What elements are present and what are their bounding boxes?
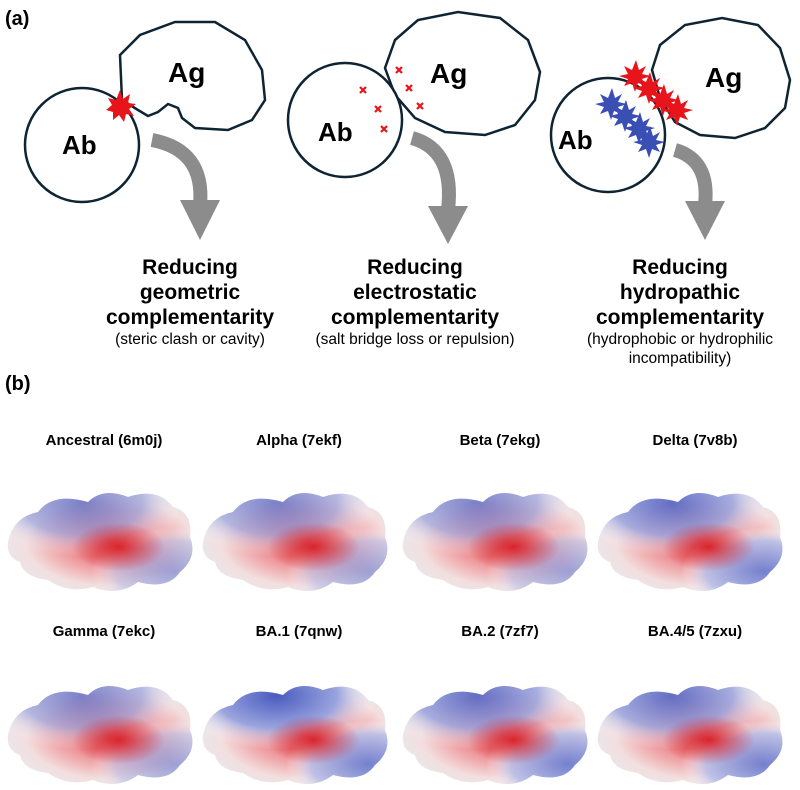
antigen-label: Ag xyxy=(430,58,468,89)
arrow-icon xyxy=(150,133,208,206)
protein-surface xyxy=(402,686,588,784)
caption-hydropathic: Reducing hydropathic complementarity (hy… xyxy=(565,255,795,368)
protein-surface xyxy=(597,686,783,784)
structure-title: Beta (7ekg) xyxy=(459,432,541,449)
caption-electrostatic: Reducing electrostatic complementarity (… xyxy=(290,255,540,349)
antibody-shape xyxy=(23,86,141,204)
structure-title: Ancestral (6m0j) xyxy=(45,432,163,449)
scheme-hydropathic xyxy=(549,16,792,240)
arrow-icon xyxy=(409,131,456,211)
caption-title: Reducing xyxy=(632,256,728,279)
protein-surface xyxy=(402,493,588,591)
panel-a-schematics xyxy=(23,10,792,244)
caption-title: complementarity xyxy=(595,306,765,329)
protein-surface xyxy=(7,493,193,591)
structure-title: Delta (7v8b) xyxy=(652,432,738,449)
structure-title: Alpha (7ekf) xyxy=(256,432,342,449)
antigen-label: Ag xyxy=(705,62,743,93)
structure-title: BA.1 (7qnw) xyxy=(255,623,343,640)
protein-surface xyxy=(597,493,783,591)
protein-surface xyxy=(7,686,193,784)
caption-subtitle: (hydrophobic or hydrophilic xyxy=(586,331,774,348)
caption-subtitle: (salt bridge loss or repulsion) xyxy=(315,331,515,348)
caption-title: Reducing xyxy=(142,256,238,279)
hydrophilic-stars xyxy=(595,88,665,158)
antibody-label: Ab xyxy=(558,125,593,155)
caption-title: Reducing xyxy=(367,256,463,279)
protein-surface xyxy=(202,686,388,784)
caption-title: electrostatic xyxy=(353,281,477,304)
hydrophobic-stars xyxy=(619,60,693,126)
caption-subtitle: incompatibility) xyxy=(628,350,732,367)
antibody-label: Ab xyxy=(62,130,97,160)
structure-title: BA.4/5 (7zxu) xyxy=(647,623,743,640)
arrow-icon xyxy=(672,143,713,206)
scheme-electrostatic xyxy=(286,10,542,244)
clash-star-icon xyxy=(106,90,136,122)
protein-surface xyxy=(202,493,388,591)
caption-title: complementarity xyxy=(105,306,275,329)
antibody-label: Ab xyxy=(318,117,353,147)
caption-geometric: Reducing geometric complementarity (ster… xyxy=(70,255,310,349)
caption-subtitle: (steric clash or cavity) xyxy=(115,331,265,348)
scheme-geometric xyxy=(23,20,267,240)
caption-title: hydropathic xyxy=(619,281,741,304)
structure-title: BA.2 (7zf7) xyxy=(461,623,539,640)
caption-title: geometric xyxy=(139,281,241,304)
antigen-shape xyxy=(118,20,267,132)
antibody-shape xyxy=(286,61,404,179)
structure-title: Gamma (7ekc) xyxy=(52,623,156,640)
caption-title: complementarity xyxy=(330,306,500,329)
antigen-label: Ag xyxy=(168,57,206,88)
panel-a-label: (a) xyxy=(5,8,30,30)
charge-marks xyxy=(359,66,424,133)
panel-b-label: (b) xyxy=(5,373,31,395)
antibody-shape xyxy=(549,76,667,194)
